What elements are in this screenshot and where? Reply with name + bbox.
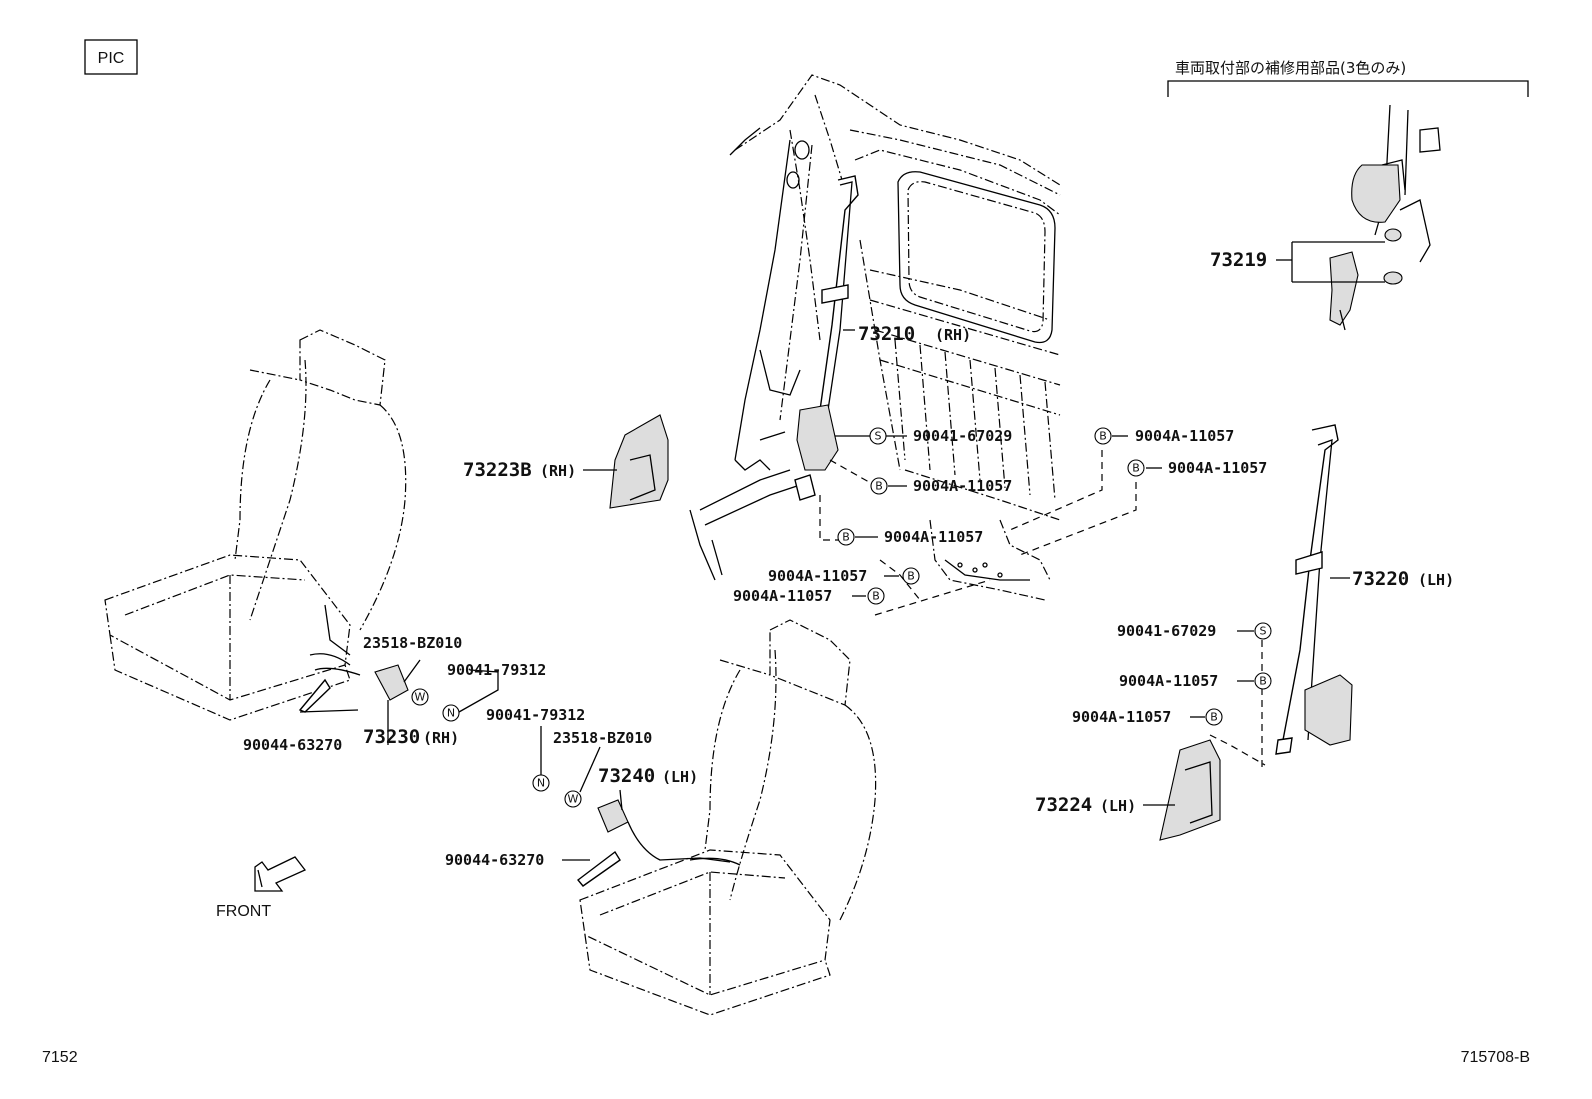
symbol-b-upper: B <box>870 477 888 495</box>
footer-left-code: 7152 <box>42 1049 78 1066</box>
label-9004a-11057-g: 9004A-11057 <box>1119 672 1218 690</box>
symbol-b-mid: B <box>837 528 855 546</box>
cover-73223b-rh <box>583 414 669 509</box>
symbol-b-floor2: B <box>867 587 885 605</box>
label-9004a-11057-h: 9004A-11057 <box>1072 708 1171 726</box>
seat-rh <box>104 329 407 721</box>
label-73230-side: (RH) <box>423 729 459 747</box>
symbol-b-right2: B <box>1127 459 1145 477</box>
label-9004a-11057-a: 9004A-11057 <box>913 477 1012 495</box>
footer-right-code: 715708-B <box>1461 1049 1530 1066</box>
svg-text:W: W <box>415 691 426 704</box>
symbol-n-rh: N <box>442 704 460 722</box>
svg-text:B: B <box>907 570 915 583</box>
label-9004a-11057-d: 9004A-11057 <box>733 587 832 605</box>
guide-lines <box>819 450 1266 770</box>
kit-note-text: 車両取付部の補修用部品(3色のみ) <box>1175 59 1406 77</box>
label-9004a-11057-e: 9004A-11057 <box>1135 427 1234 445</box>
kit-73219 <box>1276 104 1441 331</box>
belt-73220-lh <box>1275 424 1353 755</box>
label-73230: 73230 <box>363 726 420 748</box>
symbol-b-lh1: B <box>1254 672 1272 690</box>
svg-text:B: B <box>1210 711 1218 724</box>
label-73220: 73220 <box>1352 568 1409 590</box>
svg-text:N: N <box>447 707 455 720</box>
label-73219: 73219 <box>1210 249 1267 271</box>
svg-text:W: W <box>568 793 579 806</box>
cover-73224-lh <box>1143 739 1221 841</box>
label-73223b-side: (RH) <box>540 462 576 480</box>
label-90044-63270-lh: 90044-63270 <box>445 851 544 869</box>
kit-note: 車両取付部の補修用部品(3色のみ) <box>1167 59 1529 97</box>
part-labels: 73219 73210 (RH) 73223B (RH) 90041-67029… <box>243 249 1454 869</box>
symbol-w-rh: W <box>411 688 429 706</box>
label-23518-bz010-rh: 23518-BZ010 <box>363 634 462 652</box>
label-90041-67029-lh: 90041-67029 <box>1117 622 1216 640</box>
belt-73210-rh <box>794 175 859 501</box>
front-label: FRONT <box>216 903 271 920</box>
label-73240-side: (LH) <box>662 768 698 786</box>
label-73240: 73240 <box>598 765 655 787</box>
svg-text:B: B <box>1259 675 1267 688</box>
symbol-s-upper: S <box>869 427 887 445</box>
pic-tag-text: PIC <box>98 50 125 67</box>
svg-text:B: B <box>872 590 880 603</box>
label-23518-bz010-lh: 23518-BZ010 <box>553 729 652 747</box>
seat-lh <box>579 619 877 1016</box>
label-73210: 73210 <box>858 323 915 345</box>
leader-lines <box>299 435 1254 861</box>
svg-text:S: S <box>1260 625 1267 638</box>
label-90041-79312-rh: 90041-79312 <box>447 661 546 679</box>
label-90041-79312-lh: 90041-79312 <box>486 706 585 724</box>
label-9004a-11057-b: 9004A-11057 <box>884 528 983 546</box>
symbol-b-floor1: B <box>902 567 920 585</box>
symbol-b-lh2: B <box>1205 708 1223 726</box>
svg-text:B: B <box>875 480 883 493</box>
fastener-symbols: S B B B B B B S B B W N N W <box>411 427 1272 808</box>
svg-text:N: N <box>537 777 545 790</box>
symbol-n-lh: N <box>532 774 550 792</box>
label-9004a-11057-c: 9004A-11057 <box>768 567 867 585</box>
svg-text:B: B <box>1099 430 1107 443</box>
label-90044-63270-rh: 90044-63270 <box>243 736 342 754</box>
label-90041-67029-rh: 90041-67029 <box>913 427 1012 445</box>
symbol-w-lh: W <box>564 790 582 808</box>
label-73210-side: (RH) <box>935 326 971 344</box>
svg-text:B: B <box>842 531 850 544</box>
label-9004a-11057-f: 9004A-11057 <box>1168 459 1267 477</box>
buckle-73230-rh <box>298 664 409 745</box>
svg-text:B: B <box>1132 462 1140 475</box>
label-73220-side: (LH) <box>1418 571 1454 589</box>
label-73224-side: (LH) <box>1100 797 1136 815</box>
symbol-s-lh: S <box>1254 622 1272 640</box>
label-73223b: 73223B <box>463 459 532 481</box>
pic-tag: PIC <box>84 39 138 75</box>
symbol-b-right1: B <box>1094 427 1112 445</box>
cab-back-wall <box>689 74 1061 601</box>
label-73224: 73224 <box>1035 794 1092 816</box>
svg-text:S: S <box>875 430 882 443</box>
buckle-73240-lh <box>576 799 731 887</box>
front-direction: FRONT <box>216 856 307 920</box>
